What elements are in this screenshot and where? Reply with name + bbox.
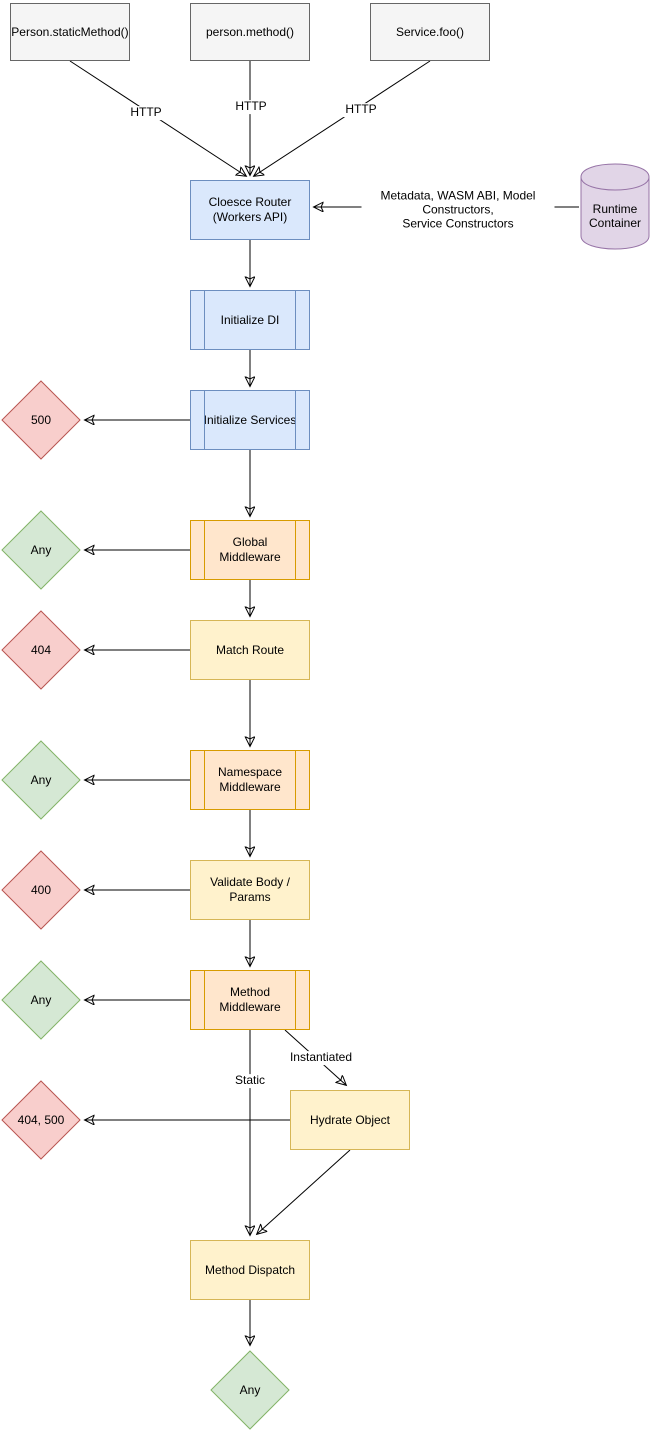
process-side-bar [295, 971, 296, 1029]
edge-label-http-right: HTTP [343, 102, 379, 117]
node-label: Global Middleware [219, 535, 281, 564]
runtime-container-label: Runtime Container [588, 201, 642, 230]
diamond-shape [1, 610, 81, 690]
node-label: Namespace Middleware [217, 765, 283, 794]
diamond-shape [1, 740, 81, 820]
node-global-middleware: Global Middleware [190, 520, 310, 580]
outcome-any-final-diamond: Any [210, 1350, 290, 1430]
edge-hydrate-to-dispatch [257, 1149, 351, 1234]
diamond-shape [1, 850, 81, 930]
node-label: Initialize Services [203, 412, 297, 427]
node-label: Initialize DI [220, 312, 280, 327]
node-match-route: Match Route [190, 620, 310, 680]
outcome-label: 400 [30, 883, 52, 897]
edge-label-http-middle: HTTP [233, 99, 269, 114]
diamond-shape [210, 1350, 290, 1430]
outcome-400-diamond: 400 [1, 850, 81, 930]
process-side-bar [295, 391, 296, 449]
node-hydrate-object: Hydrate Object [290, 1090, 410, 1150]
process-side-bar [204, 751, 205, 809]
node-initialize-di: Initialize DI [190, 290, 310, 350]
node-cloesce-router: Cloesce Router (Workers API) [190, 180, 310, 240]
node-label: Method Middleware [219, 985, 281, 1014]
node-initialize-services: Initialize Services [190, 390, 310, 450]
node-method-dispatch: Method Dispatch [190, 1240, 310, 1300]
node-namespace-middleware: Namespace Middleware [190, 750, 310, 810]
edge-label-static: Static [232, 1073, 268, 1088]
cylinder-shape [580, 163, 650, 250]
outcome-label: 404, 500 [17, 1113, 65, 1127]
diamond-shape [1, 1080, 81, 1160]
diamond-shape [1, 960, 81, 1040]
diamond-shape [1, 510, 81, 590]
node-method-middleware: Method Middleware [190, 970, 310, 1030]
node-validate-body-params: Validate Body / Params [190, 860, 310, 920]
process-side-bar [204, 291, 205, 349]
outcome-404-diamond: 404 [1, 610, 81, 690]
outcome-any-method-diamond: Any [1, 960, 81, 1040]
node-service-foo: Service.foo() [370, 3, 490, 61]
edge-label-instantiated: Instantiated [287, 1050, 355, 1065]
outcome-label: 500 [30, 413, 52, 427]
outcome-label: Any [30, 993, 52, 1007]
process-side-bar [204, 521, 205, 579]
outcome-any-namespace-diamond: Any [1, 740, 81, 820]
process-side-bar [295, 521, 296, 579]
process-side-bar [204, 391, 205, 449]
node-runtime-container: Runtime Container [580, 163, 650, 250]
edge-http-right [254, 60, 431, 176]
process-side-bar [204, 971, 205, 1029]
node-person-static-method: Person.staticMethod() [10, 3, 130, 61]
process-side-bar [295, 291, 296, 349]
process-side-bar [295, 751, 296, 809]
edge-label-runtime-inputs: Metadata, WASM ABI, Model Constructors, … [361, 188, 555, 231]
outcome-500-diamond: 500 [1, 380, 81, 460]
diamond-shape [1, 380, 81, 460]
outcome-label: Any [239, 1383, 261, 1397]
node-person-method: person.method() [190, 3, 310, 61]
outcome-404-500-diamond: 404, 500 [1, 1080, 81, 1160]
outcome-any-global-diamond: Any [1, 510, 81, 590]
outcome-label: Any [30, 543, 52, 557]
outcome-label: 404 [30, 643, 52, 657]
outcome-label: Any [30, 773, 52, 787]
edge-label-http-left: HTTP [128, 105, 164, 120]
